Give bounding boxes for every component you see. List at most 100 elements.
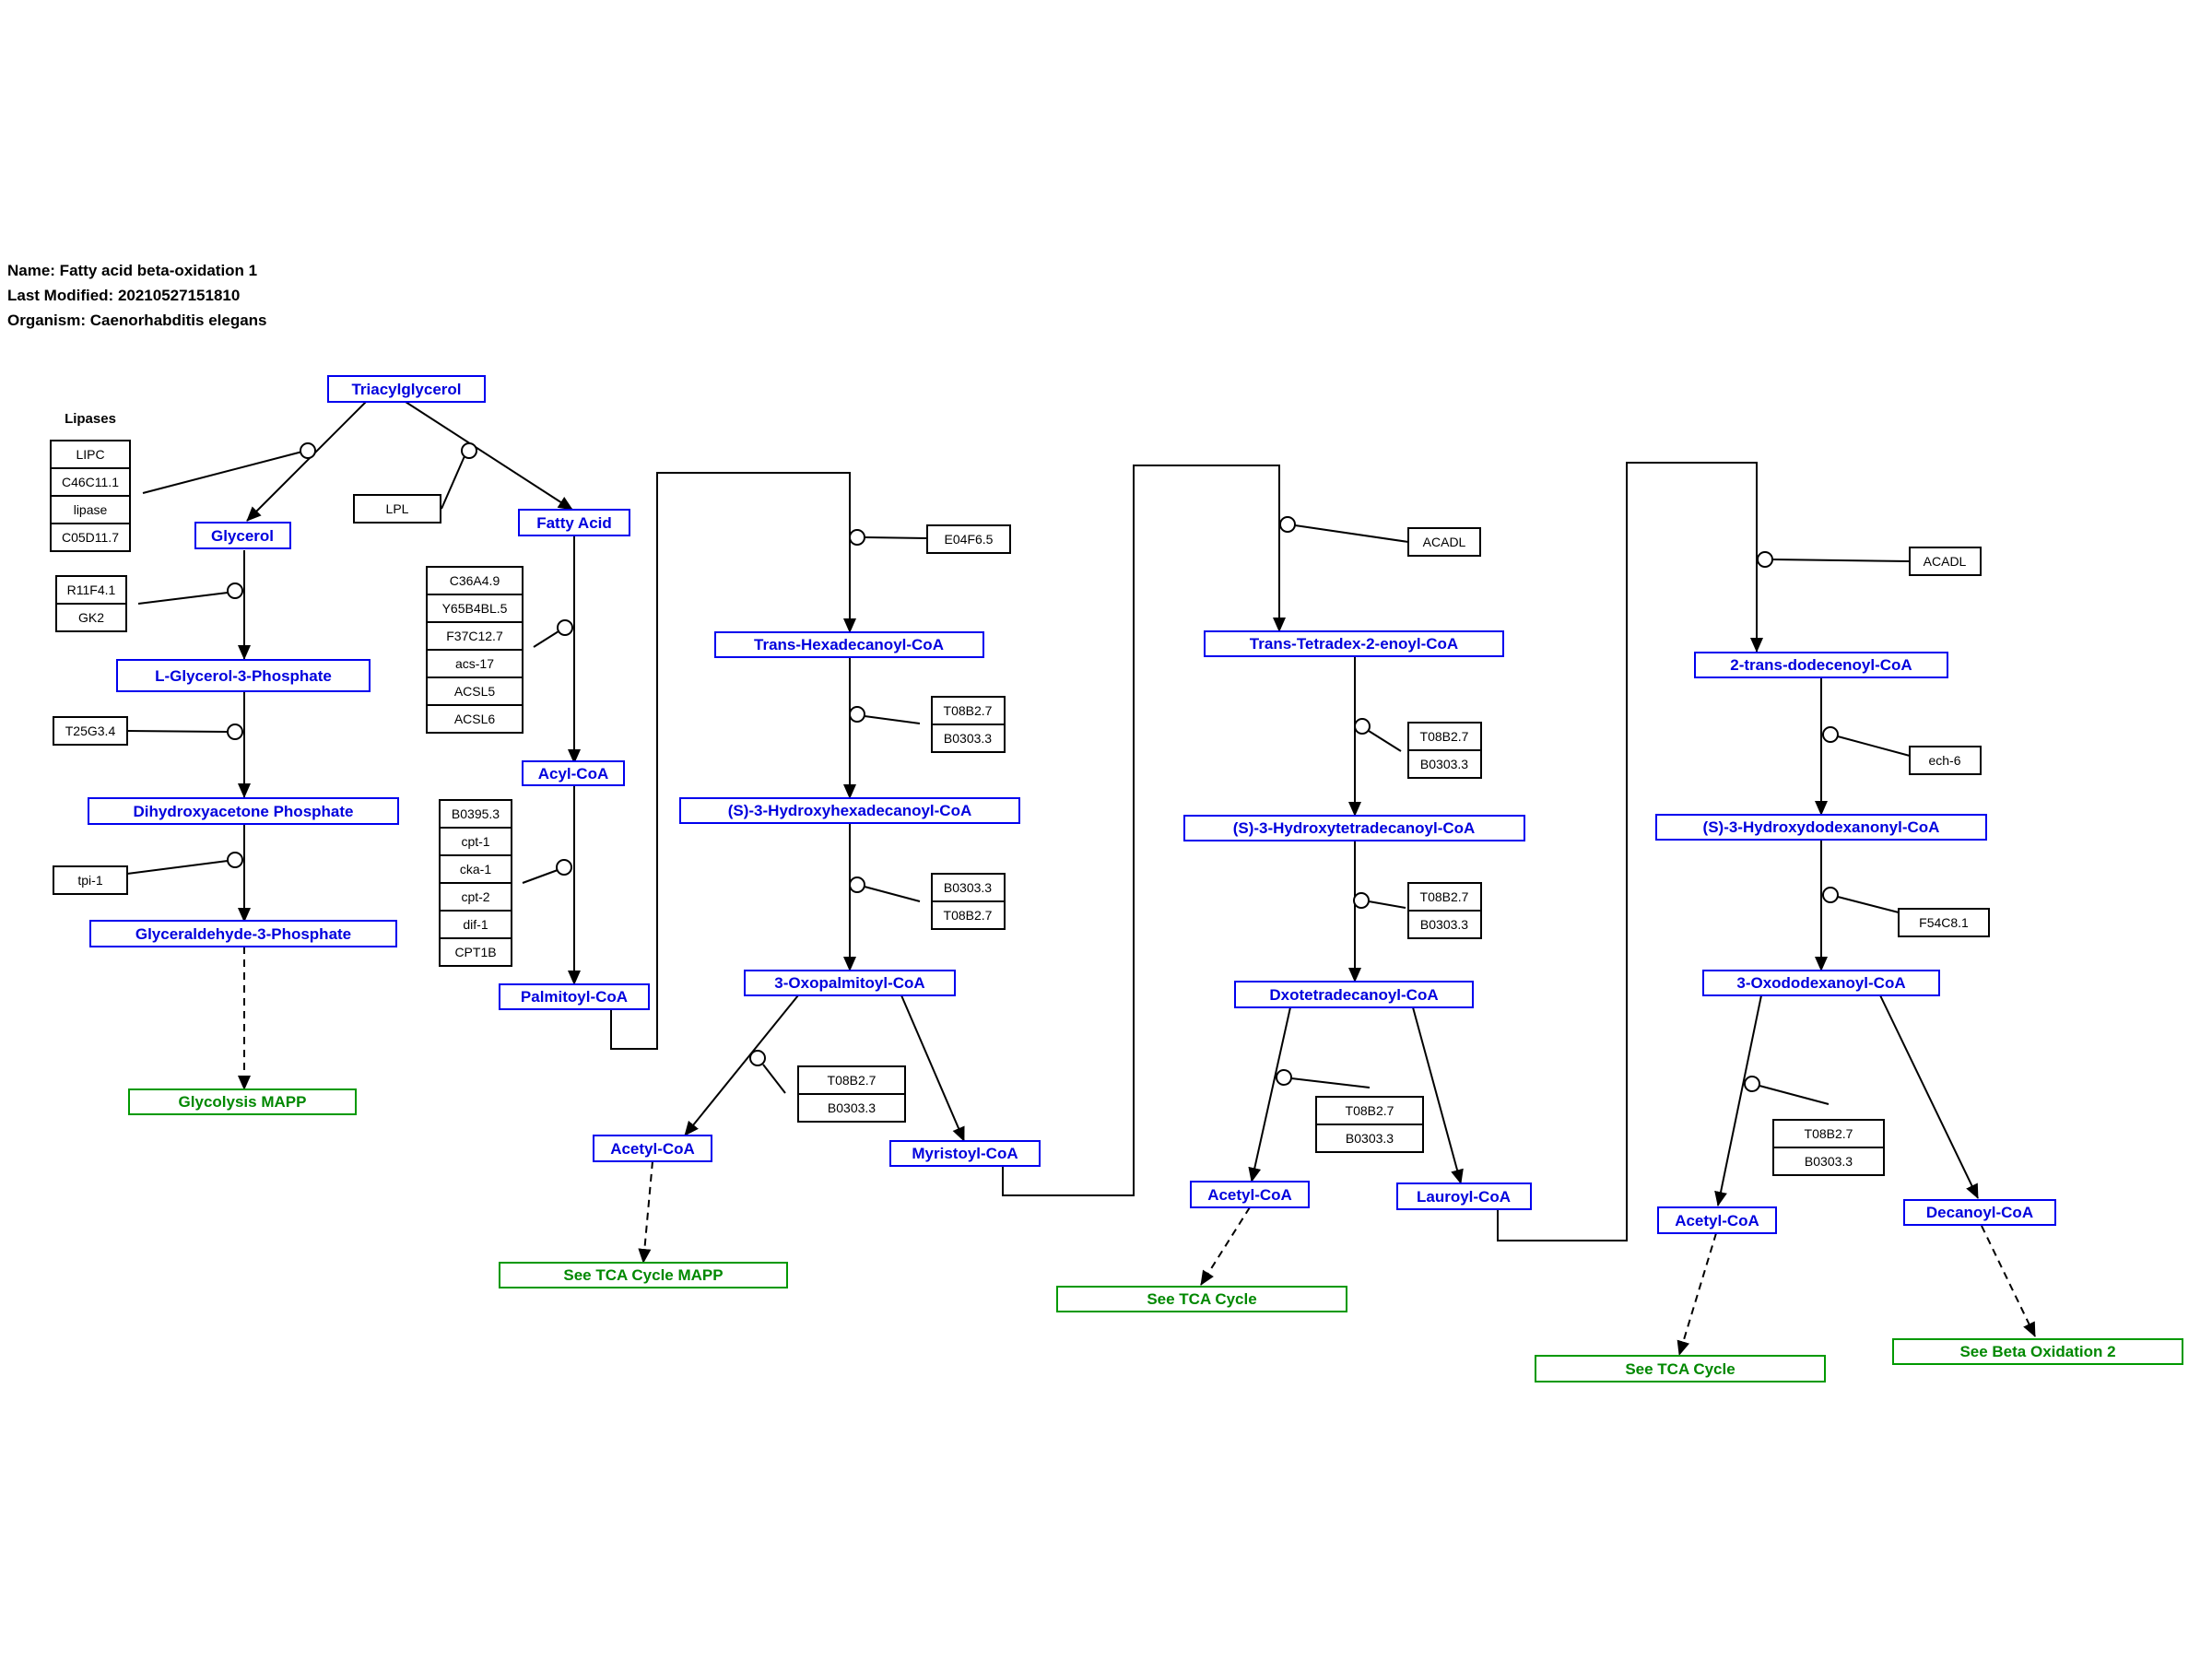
gene-box-lipc[interactable]: LIPC [50, 440, 131, 469]
metabolite-s3-hydroxytetradecanoyl-coa[interactable]: (S)-3-Hydroxytetradecanoyl-CoA [1183, 815, 1525, 841]
gene-box-cpt1b[interactable]: CPT1B [439, 937, 512, 967]
edge-dxotetradecanoyl-to-acetyl [1248, 1006, 1291, 1182]
metabolite-s3-hydroxydodecanoyl-coa[interactable]: (S)-3-Hydroxydodexanonyl-CoA [1655, 814, 1987, 841]
metabolite-acetyl-coa-3[interactable]: Acetyl-CoA [1657, 1206, 1777, 1234]
pathway-info: Name: Fatty acid beta-oxidation 1 Last M… [7, 258, 267, 333]
metabolite-label: Lauroyl-CoA [1417, 1188, 1511, 1206]
gene-box-lpl[interactable]: LPL [353, 494, 441, 524]
metabolite-label: Acetyl-CoA [610, 1140, 695, 1158]
gene-box-b0395-3[interactable]: B0395.3 [439, 799, 512, 829]
catalysis-link-acadl-1 [1294, 524, 1409, 543]
gene-box-b0303-3-c[interactable]: B0303.3 [797, 1093, 906, 1123]
metabolite-triacylglycerol[interactable]: Triacylglycerol [327, 375, 486, 403]
catalysis-link-ech6 [1837, 735, 1911, 757]
metabolite-acyl-coa[interactable]: Acyl-CoA [522, 760, 625, 786]
metabolite-glyceraldehyde-3-phosphate[interactable]: Glyceraldehyde-3-Phosphate [89, 920, 397, 947]
gene-box-acsl5[interactable]: ACSL5 [426, 677, 524, 706]
gene-label: B0303.3 [1805, 1154, 1853, 1169]
gene-box-y65b4bl-5[interactable]: Y65B4BL.5 [426, 594, 524, 623]
gene-box-e04f6-5[interactable]: E04F6.5 [926, 524, 1011, 554]
gene-box-t08b2-7-c[interactable]: T08B2.7 [797, 1065, 906, 1095]
gene-box-f54c8-1[interactable]: F54C8.1 [1898, 908, 1990, 937]
pathway-label: See TCA Cycle [1147, 1290, 1256, 1308]
gene-box-t08b2-7-b[interactable]: T08B2.7 [931, 900, 1006, 930]
metabolite-fatty-acid[interactable]: Fatty Acid [518, 509, 630, 536]
gene-label: tpi-1 [77, 873, 102, 888]
gene-box-c36a4-9[interactable]: C36A4.9 [426, 566, 524, 595]
gene-box-t25g3-4[interactable]: T25G3.4 [53, 716, 128, 746]
gene-box-acsl6[interactable]: ACSL6 [426, 704, 524, 734]
metabolite-label: 3-Oxopalmitoyl-CoA [774, 974, 924, 992]
edge-acetyl-to-tca-mapp [638, 1160, 653, 1264]
gene-box-r11f4-1[interactable]: R11F4.1 [55, 575, 127, 605]
pathway-tca-cycle-3[interactable]: See TCA Cycle [1535, 1355, 1826, 1382]
edge-oxopalmitoyl-to-myristoyl [900, 994, 965, 1142]
gene-box-b0303-3-b[interactable]: B0303.3 [931, 873, 1006, 902]
metabolite-2-trans-dodecenoyl-coa[interactable]: 2-trans-dodecenoyl-CoA [1694, 652, 1948, 678]
metabolite-lauroyl-coa[interactable]: Lauroyl-CoA [1396, 1182, 1532, 1210]
gene-box-b0303-3-f[interactable]: B0303.3 [1315, 1124, 1424, 1153]
gene-box-acs-17[interactable]: acs-17 [426, 649, 524, 678]
gene-label: B0303.3 [944, 880, 992, 895]
metabolite-label: Myristoyl-CoA [912, 1145, 1018, 1162]
gene-label: Y65B4BL.5 [442, 601, 508, 616]
gene-label: cpt-2 [461, 889, 489, 904]
gene-label: lipase [74, 502, 108, 517]
pathway-tca-cycle-2[interactable]: See TCA Cycle [1056, 1286, 1347, 1312]
metabolite-decanoyl-coa[interactable]: Decanoyl-CoA [1903, 1199, 2056, 1226]
gene-box-lipase[interactable]: lipase [50, 495, 131, 524]
metabolite-3-oxopalmitoyl-coa[interactable]: 3-Oxopalmitoyl-CoA [744, 970, 956, 996]
gene-label: T08B2.7 [944, 908, 993, 923]
metabolite-glycerol[interactable]: Glycerol [194, 522, 291, 549]
gene-box-c46c11-1[interactable]: C46C11.1 [50, 467, 131, 497]
pathway-glycolysis-mapp[interactable]: Glycolysis MAPP [128, 1088, 357, 1115]
metabolite-trans-tetradec-2-enoyl-coa[interactable]: Trans-Tetradex-2-enoyl-CoA [1204, 630, 1504, 657]
metabolite-acetyl-coa-1[interactable]: Acetyl-CoA [593, 1135, 712, 1162]
gene-label: T08B2.7 [828, 1073, 877, 1088]
metabolite-l-glycerol-3-phosphate[interactable]: L-Glycerol-3-Phosphate [116, 659, 371, 692]
pathway-tca-cycle-mapp[interactable]: See TCA Cycle MAPP [499, 1262, 788, 1288]
gene-label: B0395.3 [452, 806, 500, 821]
gene-boxes: LIPC C46C11.1 lipase C05D11.7 LPL R11F4.… [50, 440, 1990, 1176]
gene-box-gk2[interactable]: GK2 [55, 603, 127, 632]
gene-box-acadl-2[interactable]: ACADL [1909, 547, 1982, 576]
metabolite-dihydroxyacetone-phosphate[interactable]: Dihydroxyacetone Phosphate [88, 797, 399, 825]
metabolite-trans-hexadecanoyl-coa[interactable]: Trans-Hexadecanoyl-CoA [714, 631, 984, 658]
gene-box-b0303-3-g[interactable]: B0303.3 [1772, 1147, 1885, 1176]
pathway-label: See TCA Cycle [1625, 1360, 1735, 1378]
gene-box-b0303-3-d[interactable]: B0303.3 [1407, 749, 1482, 779]
gene-label: cka-1 [460, 862, 491, 877]
catalysis-link-cpt [522, 869, 559, 884]
gene-box-t08b2-7-e[interactable]: T08B2.7 [1407, 882, 1482, 912]
pathway-beta-oxidation-2[interactable]: See Beta Oxidation 2 [1892, 1338, 2183, 1365]
gene-box-tpi-1[interactable]: tpi-1 [53, 865, 128, 895]
metabolite-palmitoyl-coa[interactable]: Palmitoyl-CoA [499, 983, 650, 1010]
gene-label: cpt-1 [461, 834, 489, 849]
gene-box-t08b2-7-d[interactable]: T08B2.7 [1407, 722, 1482, 751]
metabolite-acetyl-coa-2[interactable]: Acetyl-CoA [1190, 1181, 1310, 1208]
gene-box-cka-1[interactable]: cka-1 [439, 854, 512, 884]
catalysis-circle-lipases [300, 442, 316, 459]
catalysis-link-thiolase-1 [762, 1064, 786, 1094]
gene-label: T08B2.7 [1420, 889, 1469, 904]
edge-dxotetradecanoyl-to-lauroyl [1412, 1006, 1464, 1184]
metabolite-label: Decanoyl-CoA [1926, 1204, 2033, 1221]
gene-box-b0303-3-e[interactable]: B0303.3 [1407, 910, 1482, 939]
gene-box-f37c12-7[interactable]: F37C12.7 [426, 621, 524, 651]
metabolite-s3-hydroxyhexadecanoyl-coa[interactable]: (S)-3-Hydroxyhexadecanoyl-CoA [679, 797, 1020, 824]
catalysis-circle-hydratase-1 [849, 706, 865, 723]
metabolite-3-oxododecanoyl-coa[interactable]: 3-Oxododexanoyl-CoA [1702, 970, 1940, 996]
gene-box-cpt-2[interactable]: cpt-2 [439, 882, 512, 912]
gene-box-dif-1[interactable]: dif-1 [439, 910, 512, 939]
gene-box-t08b2-7-g[interactable]: T08B2.7 [1772, 1119, 1885, 1148]
gene-box-ech-6[interactable]: ech-6 [1909, 746, 1982, 775]
gene-box-cpt-1[interactable]: cpt-1 [439, 827, 512, 856]
gene-label: B0303.3 [828, 1100, 876, 1115]
gene-box-t08b2-7-f[interactable]: T08B2.7 [1315, 1096, 1424, 1125]
gene-box-t08b2-7-a[interactable]: T08B2.7 [931, 696, 1006, 725]
gene-box-acadl-1[interactable]: ACADL [1407, 527, 1481, 557]
metabolite-dxotetradecanoyl-coa[interactable]: Dxotetradecanoyl-CoA [1234, 981, 1474, 1008]
gene-box-c05d11-7[interactable]: C05D11.7 [50, 523, 131, 552]
metabolite-myristoyl-coa[interactable]: Myristoyl-CoA [889, 1140, 1041, 1167]
gene-box-b0303-3-a[interactable]: B0303.3 [931, 724, 1006, 753]
